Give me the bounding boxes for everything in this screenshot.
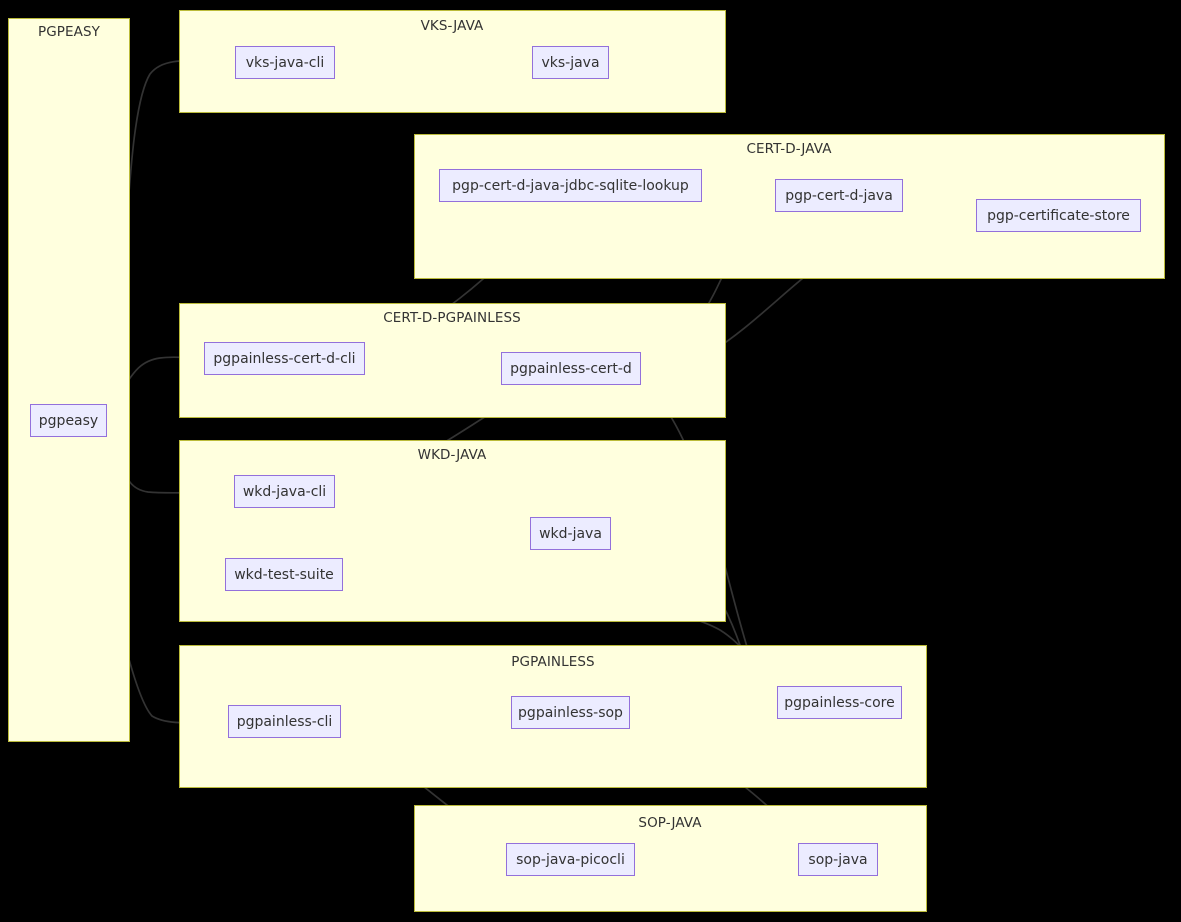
node-label: sop-java-picocli	[516, 851, 625, 868]
node-pgpainless-cli[interactable]: pgpainless-cli	[228, 705, 341, 738]
node-wkd-java-cli[interactable]: wkd-java-cli	[234, 475, 335, 508]
cluster-label-wkd-java: WKD-JAVA	[417, 447, 487, 463]
node-pgp-cert-d-java[interactable]: pgp-cert-d-java	[775, 179, 903, 212]
cluster-label-sop-java: SOP-JAVA	[638, 815, 702, 831]
cluster-label-cert-d-pgpainless: CERT-D-PGPAINLESS	[383, 310, 521, 326]
node-label: vks-java	[541, 54, 600, 71]
node-pgpainless-core[interactable]: pgpainless-core	[777, 686, 902, 719]
node-label: pgpainless-sop	[518, 704, 623, 721]
cluster-label-cert-d-java: CERT-D-JAVA	[746, 141, 832, 157]
node-wkd-java[interactable]: wkd-java	[530, 517, 611, 550]
node-wkd-test-suite[interactable]: wkd-test-suite	[225, 558, 343, 591]
cluster-label-pgpeasy: PGPEASY	[37, 24, 101, 40]
cluster-label-pgpainless: PGPAINLESS	[511, 654, 595, 670]
node-label: wkd-java-cli	[242, 483, 327, 500]
node-label: pgp-cert-d-java-jdbc-sqlite-lookup	[452, 177, 689, 194]
node-label: pgpainless-cert-d-cli	[213, 350, 356, 367]
node-label: sop-java	[808, 851, 868, 868]
node-pgpainless-cert-d-cli[interactable]: pgpainless-cert-d-cli	[204, 342, 365, 375]
cluster-wkd-java	[179, 440, 726, 622]
node-vks-java-cli[interactable]: vks-java-cli	[235, 46, 335, 79]
cluster-label-vks-java: VKS-JAVA	[420, 18, 484, 34]
node-label: pgpeasy	[38, 412, 99, 429]
node-label: wkd-test-suite	[234, 566, 334, 583]
node-pgpainless-sop[interactable]: pgpainless-sop	[511, 696, 630, 729]
node-pgp-cert-d-java-jdbc-sqlite-lookup[interactable]: pgp-cert-d-java-jdbc-sqlite-lookup	[439, 169, 702, 202]
node-label: vks-java-cli	[245, 54, 325, 71]
node-vks-java[interactable]: vks-java	[532, 46, 609, 79]
node-label: pgpainless-core	[784, 694, 895, 711]
node-pgpainless-cert-d[interactable]: pgpainless-cert-d	[501, 352, 641, 385]
node-sop-java[interactable]: sop-java	[798, 843, 878, 876]
node-pgp-certificate-store[interactable]: pgp-certificate-store	[976, 199, 1141, 232]
cluster-pgpeasy	[8, 18, 130, 742]
node-label: wkd-java	[539, 525, 602, 542]
node-sop-java-picocli[interactable]: sop-java-picocli	[506, 843, 635, 876]
node-label: pgpainless-cert-d	[510, 360, 632, 377]
node-label: pgpainless-cli	[236, 713, 333, 730]
node-pgpeasy[interactable]: pgpeasy	[30, 404, 107, 437]
node-label: pgp-cert-d-java	[785, 187, 893, 204]
node-label: pgp-certificate-store	[987, 207, 1130, 224]
